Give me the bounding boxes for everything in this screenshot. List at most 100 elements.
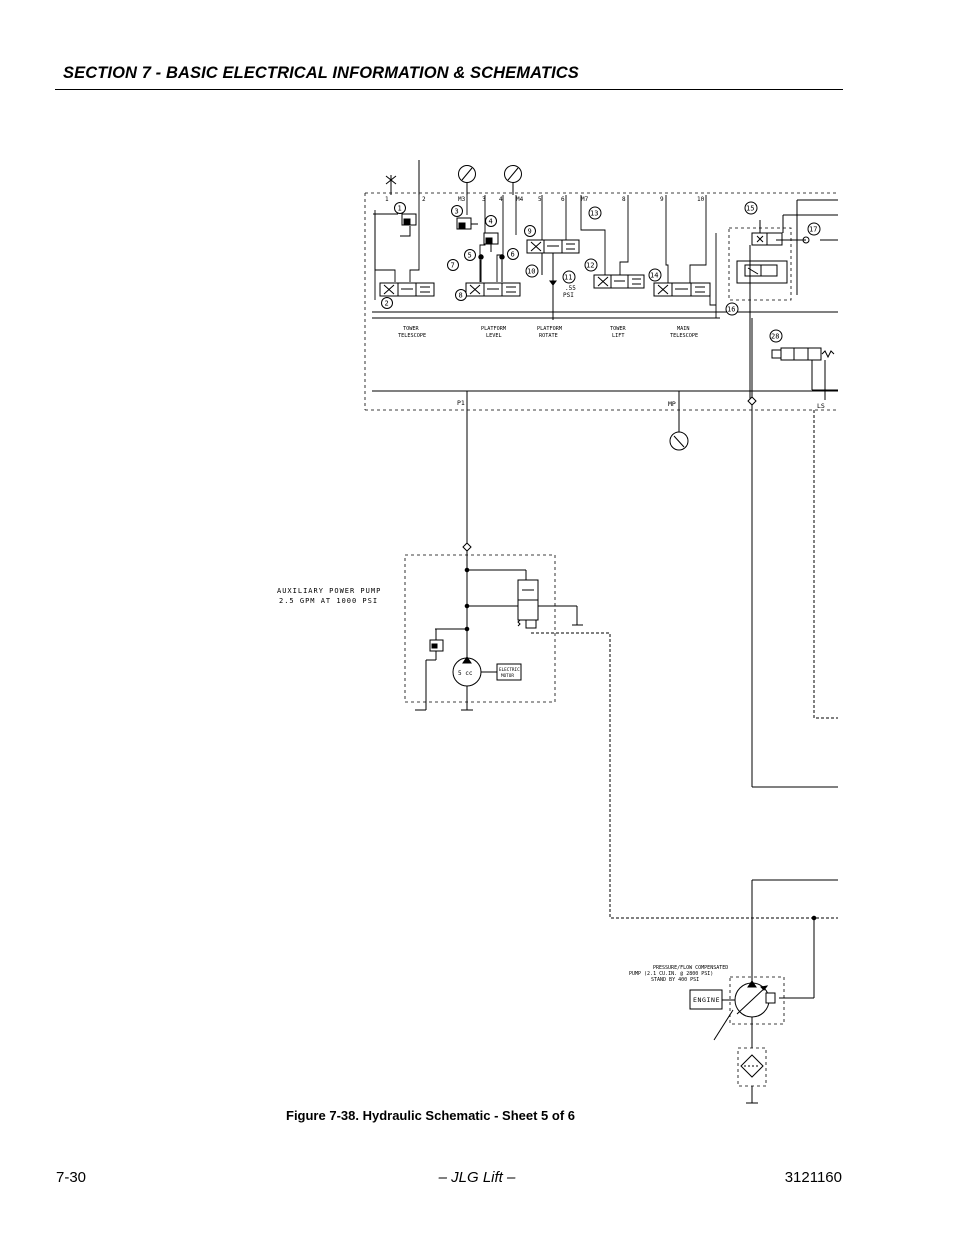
main-pump-label-3: STAND BY 400 PSI: [651, 977, 699, 983]
relief-valve-1: [400, 213, 417, 237]
svg-text:9: 9: [528, 228, 532, 236]
port-label: 1: [385, 196, 389, 203]
electric-motor-label-2: MOTOR: [501, 673, 514, 679]
pressure-value: .55: [565, 285, 576, 292]
svg-text:10: 10: [527, 268, 535, 276]
svg-text:13: 13: [590, 210, 598, 218]
platform-level-label-2: LEVEL: [486, 333, 502, 339]
tower-lift-label-1: TOWER: [610, 326, 626, 332]
port-label: 9: [660, 196, 664, 203]
line-labels: P1 MP LS: [457, 399, 825, 410]
port-label: 4: [499, 196, 503, 203]
svg-text:4: 4: [489, 218, 493, 226]
valve-spool-main-telescope: [653, 282, 711, 297]
svg-text:16: 16: [727, 306, 735, 314]
electric-motor-label-1: ELECTRIC: [499, 667, 520, 673]
platform-level-label-1: PLATFORM: [481, 326, 506, 332]
aux-pump-boundary: [404, 554, 556, 703]
svg-text:1: 1: [398, 205, 402, 213]
svg-text:17: 17: [809, 226, 817, 234]
check-valves: [478, 254, 505, 282]
top-lines: [385, 160, 514, 195]
aux-pump-text: 5 cc ELECTRIC MOTOR AUXILIARY POWER PUMP…: [277, 587, 520, 679]
valve-spool-platform-level: [465, 282, 521, 297]
aux-pump-title: AUXILIARY POWER PUMP: [277, 587, 381, 595]
callout-4: 4: [485, 215, 497, 227]
port-label: 8: [622, 196, 626, 203]
relief-valve-3: [456, 217, 478, 230]
svg-text:3: 3: [455, 208, 459, 216]
svg-text:11: 11: [564, 274, 572, 282]
svg-text:8: 8: [459, 292, 463, 300]
drain-line: [531, 632, 838, 919]
valve-manifold-boundary: [364, 192, 838, 411]
port-label: M7: [581, 196, 589, 203]
aux-pump-displacement: 5 cc: [458, 670, 473, 677]
main-pump-circuit: [689, 879, 838, 1104]
ls-label: LS: [817, 402, 825, 410]
valve-section-labels: TOWER TELESCOPE PLATFORM LEVEL PLATFORM …: [398, 326, 698, 339]
port-label: 6: [561, 196, 565, 203]
svg-text:12: 12: [586, 262, 594, 270]
pressure-unit: PSI: [563, 292, 574, 299]
callout-15: 15: [744, 201, 758, 215]
gauge-m3: [458, 165, 476, 183]
port-label: 3: [482, 196, 486, 203]
main-telescope-label-1: MAIN: [677, 326, 690, 332]
main-telescope-label-2: TELESCOPE: [670, 333, 698, 339]
port-label: M4: [516, 196, 524, 203]
svg-text:6: 6: [511, 251, 515, 259]
main-hydraulic-lines: [372, 318, 838, 788]
header-rule: [55, 89, 843, 90]
callout-5: 5: [464, 249, 476, 261]
callout-1: 1: [394, 202, 406, 214]
svg-text:5: 5: [468, 252, 472, 260]
callout-28: 28: [769, 329, 783, 343]
aux-pump-rating: 2.5 GPM AT 1000 PSI: [279, 597, 378, 605]
manifold-lines: [372, 233, 838, 319]
callout-3: 3: [451, 205, 463, 217]
work-port-lines: [373, 195, 707, 300]
callout-2: 2: [381, 297, 393, 309]
tower-lift-label-2: LIFT: [612, 333, 625, 339]
callout-7: 7: [447, 259, 459, 271]
callout-8: 8: [455, 289, 467, 301]
valve-spool-platform-rotate: [526, 239, 580, 320]
platform-rotate-label-2: ROTATE: [539, 333, 558, 339]
callout-14: 14: [648, 268, 662, 282]
svg-text:28: 28: [771, 333, 779, 341]
port-labels: 1 2 M3 3 4 M4 5 6 M7 8 9 10: [385, 196, 705, 203]
tower-telescope-label-2: TELESCOPE: [398, 333, 426, 339]
load-sense-block: [728, 199, 838, 400]
engine-label: ENGINE: [693, 996, 720, 1004]
callout-6: 6: [507, 248, 519, 260]
p1-label: P1: [457, 399, 465, 407]
callout-16: 16: [725, 302, 739, 316]
svg-text:7: 7: [451, 262, 455, 270]
tower-telescope-label-1: TOWER: [403, 326, 419, 332]
callout-12: 12: [584, 258, 598, 272]
aux-pump-circuit: [415, 542, 583, 711]
footer-brand: – JLG Lift –: [438, 1169, 516, 1186]
port-label: 2: [422, 196, 426, 203]
svg-text:15: 15: [746, 205, 754, 213]
valve-spool-tower-lift: [593, 274, 645, 289]
port-label: 10: [697, 196, 705, 203]
callout-17: 17: [807, 222, 821, 236]
callout-10: 10: [525, 264, 539, 278]
valve-spool-tower-telescope: [379, 282, 435, 297]
pressure-note: .55 PSI: [563, 285, 576, 299]
callouts: 1 2 3 4 5 6 7 8 9 10 11 12 13 14 15 16 1…: [381, 201, 821, 343]
mp-label: MP: [668, 400, 676, 408]
gauge-m4: [504, 165, 522, 183]
page-number: 7-30: [56, 1169, 87, 1186]
gauge-mp: [669, 431, 689, 451]
svg-text:14: 14: [650, 272, 658, 280]
document-number: 3121160: [784, 1169, 842, 1186]
platform-rotate-label-1: PLATFORM: [537, 326, 562, 332]
solenoid-valve-28: [771, 347, 838, 400]
port-label: 5: [538, 196, 542, 203]
main-pump-text: PRESSURE/FLOW COMPENSATED PUMP (2.1 CU.I…: [629, 965, 728, 1004]
callout-9: 9: [524, 225, 536, 237]
